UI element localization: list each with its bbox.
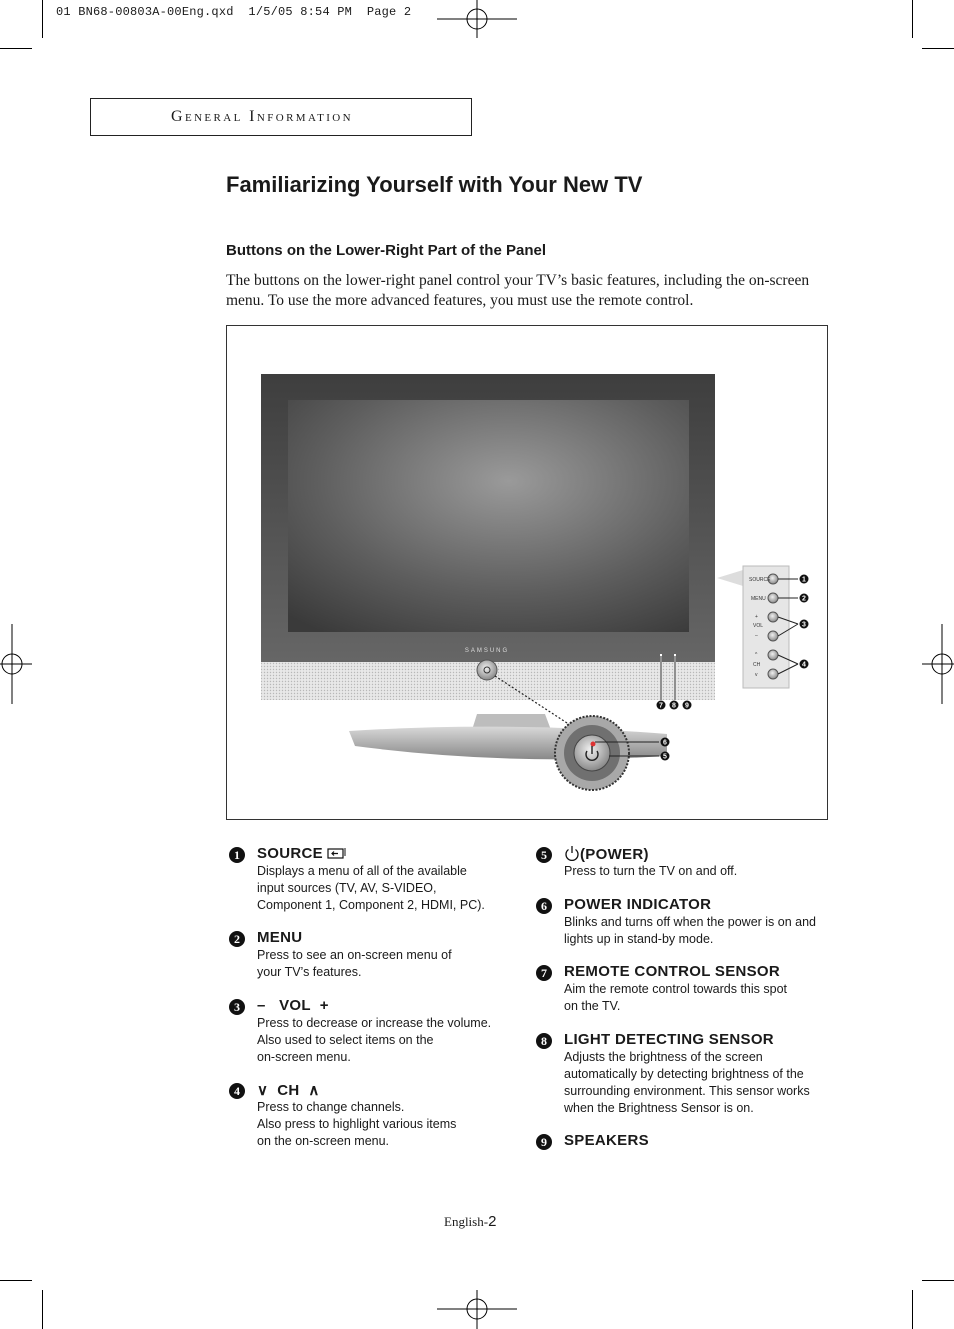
tv-screen xyxy=(288,400,689,632)
item-heading: REMOTE CONTROL SENSOR xyxy=(564,963,781,980)
svg-text:8: 8 xyxy=(672,703,676,710)
item-heading: – VOL + xyxy=(257,997,329,1014)
svg-text:CH: CH xyxy=(753,662,761,668)
item-heading: MENU xyxy=(257,929,303,946)
volume-down-icon: – xyxy=(257,997,266,1014)
item-heading: ∨ CH ∧ xyxy=(257,1082,320,1099)
svg-text:SOURCE: SOURCE xyxy=(749,577,771,583)
item-heading: LIGHT DETECTING SENSOR xyxy=(564,1031,774,1048)
section-header-box: General Information xyxy=(90,98,472,136)
page-number: 2 xyxy=(488,1213,497,1230)
svg-text:VOL: VOL xyxy=(753,623,763,629)
power-indicator-led xyxy=(590,741,596,747)
item-heading: (POWER) xyxy=(564,845,649,863)
channel-down-icon: ∨ xyxy=(257,1082,269,1099)
svg-text:6: 6 xyxy=(663,740,667,747)
svg-text:3: 3 xyxy=(802,622,806,629)
page-footer: English-2 xyxy=(444,1213,496,1230)
tv-illustration: SAMSUNG SOURCE MENU + VOL – ^ CH v xyxy=(261,374,809,791)
svg-text:MENU: MENU xyxy=(751,596,766,602)
item-number: 2 xyxy=(229,931,245,947)
channel-up-icon: ∧ xyxy=(308,1082,320,1099)
item-heading: SOURCE xyxy=(257,845,347,862)
item-number: 3 xyxy=(229,999,245,1015)
svg-text:^: ^ xyxy=(755,652,758,658)
brand-logo: SAMSUNG xyxy=(465,648,509,654)
section-subtitle: Buttons on the Lower-Right Part of the P… xyxy=(226,242,546,259)
svg-text:7: 7 xyxy=(659,703,663,710)
svg-text:v: v xyxy=(755,672,758,678)
item-heading: POWER INDICATOR xyxy=(564,896,712,913)
item-number: 9 xyxy=(536,1134,552,1150)
side-control-panel xyxy=(742,565,790,689)
source-input-icon xyxy=(327,848,346,859)
item-description: Press to see an on-screen menu of your T… xyxy=(257,948,452,979)
item-number: 1 xyxy=(229,847,245,863)
svg-text:–: – xyxy=(755,633,758,639)
item-description: Press to decrease or increase the volume… xyxy=(257,1016,492,1064)
item-number: 5 xyxy=(536,847,552,863)
item-number: 7 xyxy=(536,965,552,981)
item-number: 8 xyxy=(536,1033,552,1049)
footer-language: English- xyxy=(444,1214,489,1229)
item-description: Press to change channels. Also press to … xyxy=(257,1100,457,1148)
volume-up-icon: + xyxy=(319,997,329,1014)
power-icon xyxy=(565,846,579,861)
item-description: Adjusts the brightness of the screen aut… xyxy=(564,1050,810,1115)
item-description: Aim the remote control towards this spot… xyxy=(564,982,788,1013)
item-description: Blinks and turns off when the power is o… xyxy=(564,915,817,946)
tv-illustration-frame: SAMSUNG SOURCE MENU + VOL – ^ CH v xyxy=(226,325,828,820)
svg-text:9: 9 xyxy=(685,703,689,710)
svg-text:5: 5 xyxy=(663,754,667,761)
svg-text:4: 4 xyxy=(802,662,806,669)
svg-text:2: 2 xyxy=(802,596,806,603)
print-slug-line: 01 BN68-00803A-00Eng.qxd 1/5/05 8:54 PM … xyxy=(56,5,412,19)
svg-text:+: + xyxy=(755,614,758,620)
item-number: 4 xyxy=(229,1083,245,1099)
svg-text:1: 1 xyxy=(802,577,806,584)
item-description: Press to turn the TV on and off. xyxy=(564,864,738,878)
section-label: General Information xyxy=(171,108,353,125)
intro-paragraph: The buttons on the lower-right panel con… xyxy=(226,272,810,309)
item-number: 6 xyxy=(536,898,552,914)
page-title: Familiarizing Yourself with Your New TV xyxy=(226,172,643,197)
item-description: Displays a menu of all of the available … xyxy=(257,864,485,912)
item-heading: SPEAKERS xyxy=(564,1132,649,1149)
